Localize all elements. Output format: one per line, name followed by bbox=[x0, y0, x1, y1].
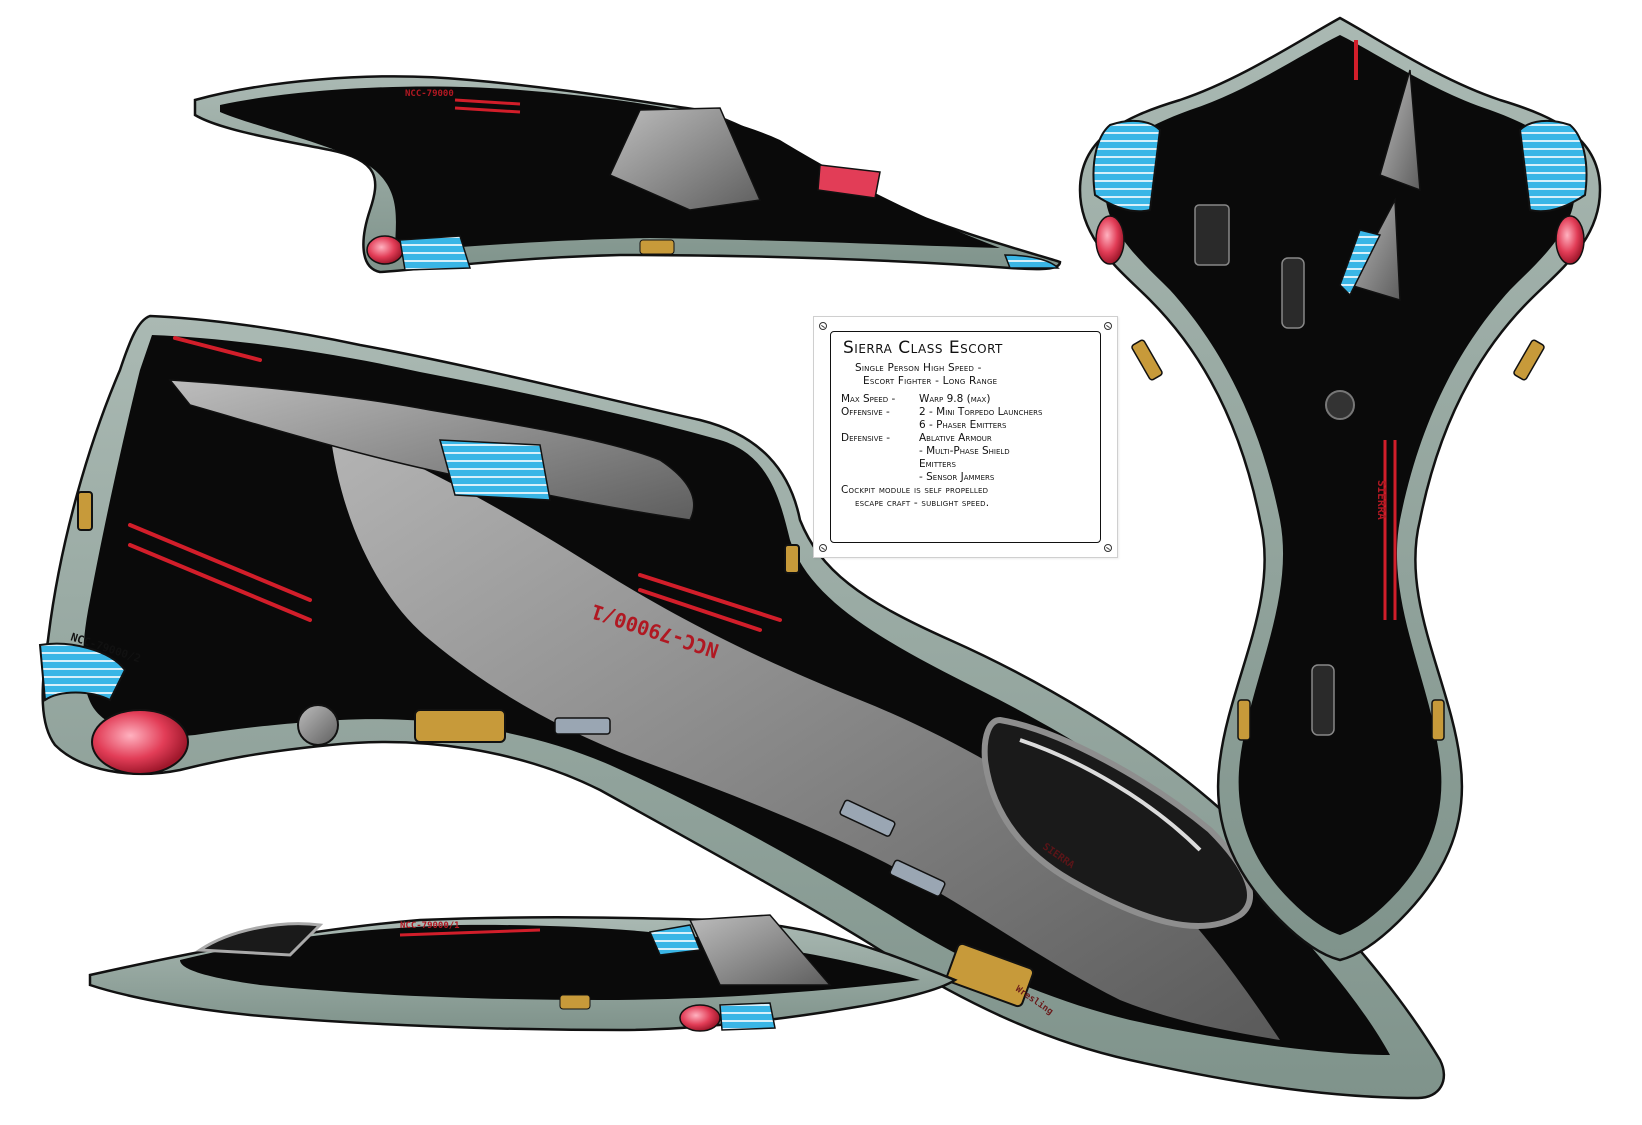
screw-icon bbox=[819, 544, 827, 552]
spec-subtitle-1: Single Person High Speed - bbox=[855, 362, 982, 374]
spec-defensive-value-3: Emitters bbox=[919, 458, 956, 470]
top-down-left-red-glow bbox=[1095, 215, 1125, 265]
side-top-body bbox=[220, 86, 1000, 252]
spec-card-frame: Sierra Class Escort Single Person High S… bbox=[830, 331, 1101, 543]
spec-defensive-row-2: - Multi-Phase Shield bbox=[841, 445, 1092, 458]
side-bottom-canopy bbox=[195, 922, 324, 957]
side-bottom-red-glow bbox=[679, 1004, 721, 1032]
top-down-cockpit-glow bbox=[1339, 229, 1382, 297]
side-top-red-vent bbox=[817, 164, 881, 199]
main-aft-blue-glow bbox=[38, 642, 127, 702]
spec-defensive-value: Ablative Armour bbox=[919, 432, 992, 444]
main-aft-red-glow bbox=[91, 709, 189, 775]
side-bottom-red-stripes bbox=[399, 928, 541, 937]
spec-offensive-row: Offensive - 2 - Mini Torpedo Launchers bbox=[841, 406, 1092, 419]
main-canopy-highlight bbox=[1019, 738, 1202, 852]
top-down-right-red-glow bbox=[1555, 215, 1585, 265]
side-top-registry: NCC-79000 bbox=[405, 89, 454, 99]
spec-title: Sierra Class Escort bbox=[843, 338, 1003, 358]
spec-defensive-value-2: - Multi-Phase Shield bbox=[919, 445, 1010, 457]
spec-defensive-row: Defensive - Ablative Armour bbox=[841, 432, 1092, 445]
side-bottom-gold-slot bbox=[559, 994, 591, 1010]
spec-max-speed-value: Warp 9.8 (max) bbox=[919, 393, 991, 405]
side-bottom-registry: NCC-79000/1 bbox=[400, 921, 460, 931]
top-down-fin bbox=[1379, 69, 1421, 192]
top-down-sensor bbox=[1325, 390, 1355, 420]
side-bottom-blue-glow-aft bbox=[719, 1002, 776, 1031]
top-down-left-blue-glow bbox=[1092, 119, 1162, 213]
side-top-red-glow bbox=[366, 235, 404, 265]
side-top-fin bbox=[608, 107, 762, 211]
spec-note-1: Cockpit module is self propelled bbox=[841, 484, 989, 496]
spec-max-speed-row: Max Speed - Warp 9.8 (max) bbox=[841, 393, 1092, 406]
spec-defensive-row-3: Emitters bbox=[841, 458, 1092, 471]
top-down-red-stripes bbox=[1383, 440, 1397, 620]
side-top-red-stripes bbox=[454, 98, 521, 114]
main-forward-canopy bbox=[981, 716, 1253, 929]
spec-offensive-value: 2 - Mini Torpedo Launchers bbox=[919, 406, 1043, 418]
side-view-top: NCC-79000 bbox=[193, 75, 1062, 274]
main-upper-deck bbox=[168, 379, 695, 521]
main-hull-spine bbox=[330, 430, 1280, 1040]
main-gray-slots bbox=[554, 717, 946, 897]
screw-icon bbox=[1104, 544, 1112, 552]
spec-offensive-label: Offensive - bbox=[841, 406, 890, 418]
spec-note-2: escape craft - sublight speed. bbox=[855, 497, 990, 509]
top-down-view: SIERRA bbox=[1078, 16, 1602, 962]
spec-offensive-value-2: 6 - Phaser Emitters bbox=[919, 419, 1007, 431]
side-view-bottom: NCC-79000/1 bbox=[88, 914, 958, 1032]
main-red-stripes bbox=[128, 336, 782, 632]
top-down-grilles bbox=[1194, 204, 1335, 736]
spec-max-speed-label: Max Speed - bbox=[841, 393, 896, 405]
top-down-right-blue-glow bbox=[1518, 119, 1588, 213]
side-top-blue-glow-fore bbox=[1003, 254, 1060, 269]
spec-subtitle-2: Escort Fighter - Long Range bbox=[863, 375, 998, 387]
main-gold-slots bbox=[77, 491, 1035, 1008]
spec-defensive-value-4: - Sensor Jammers bbox=[919, 471, 995, 483]
main-cockpit-glow bbox=[439, 439, 551, 501]
top-down-gold-slots bbox=[1131, 339, 1545, 741]
side-top-gold-slot bbox=[639, 239, 675, 255]
spec-card: Sierra Class Escort Single Person High S… bbox=[813, 316, 1118, 558]
main-sensor-dome bbox=[297, 704, 339, 746]
screw-icon bbox=[1104, 322, 1112, 330]
side-bottom-fin bbox=[688, 914, 832, 986]
spec-defensive-row-4: - Sensor Jammers bbox=[841, 471, 1092, 484]
main-perspective-view: NCC-79000/1 NCC-79000/2 SIERRA Wresling bbox=[38, 314, 1446, 1100]
screw-icon bbox=[819, 322, 827, 330]
top-down-registry: SIERRA bbox=[1375, 480, 1388, 520]
side-top-blue-glow bbox=[399, 235, 472, 271]
spec-defensive-label: Defensive - bbox=[841, 432, 891, 444]
spec-offensive-row-2: 6 - Phaser Emitters bbox=[841, 419, 1092, 432]
side-bottom-blue-glow bbox=[648, 924, 702, 956]
